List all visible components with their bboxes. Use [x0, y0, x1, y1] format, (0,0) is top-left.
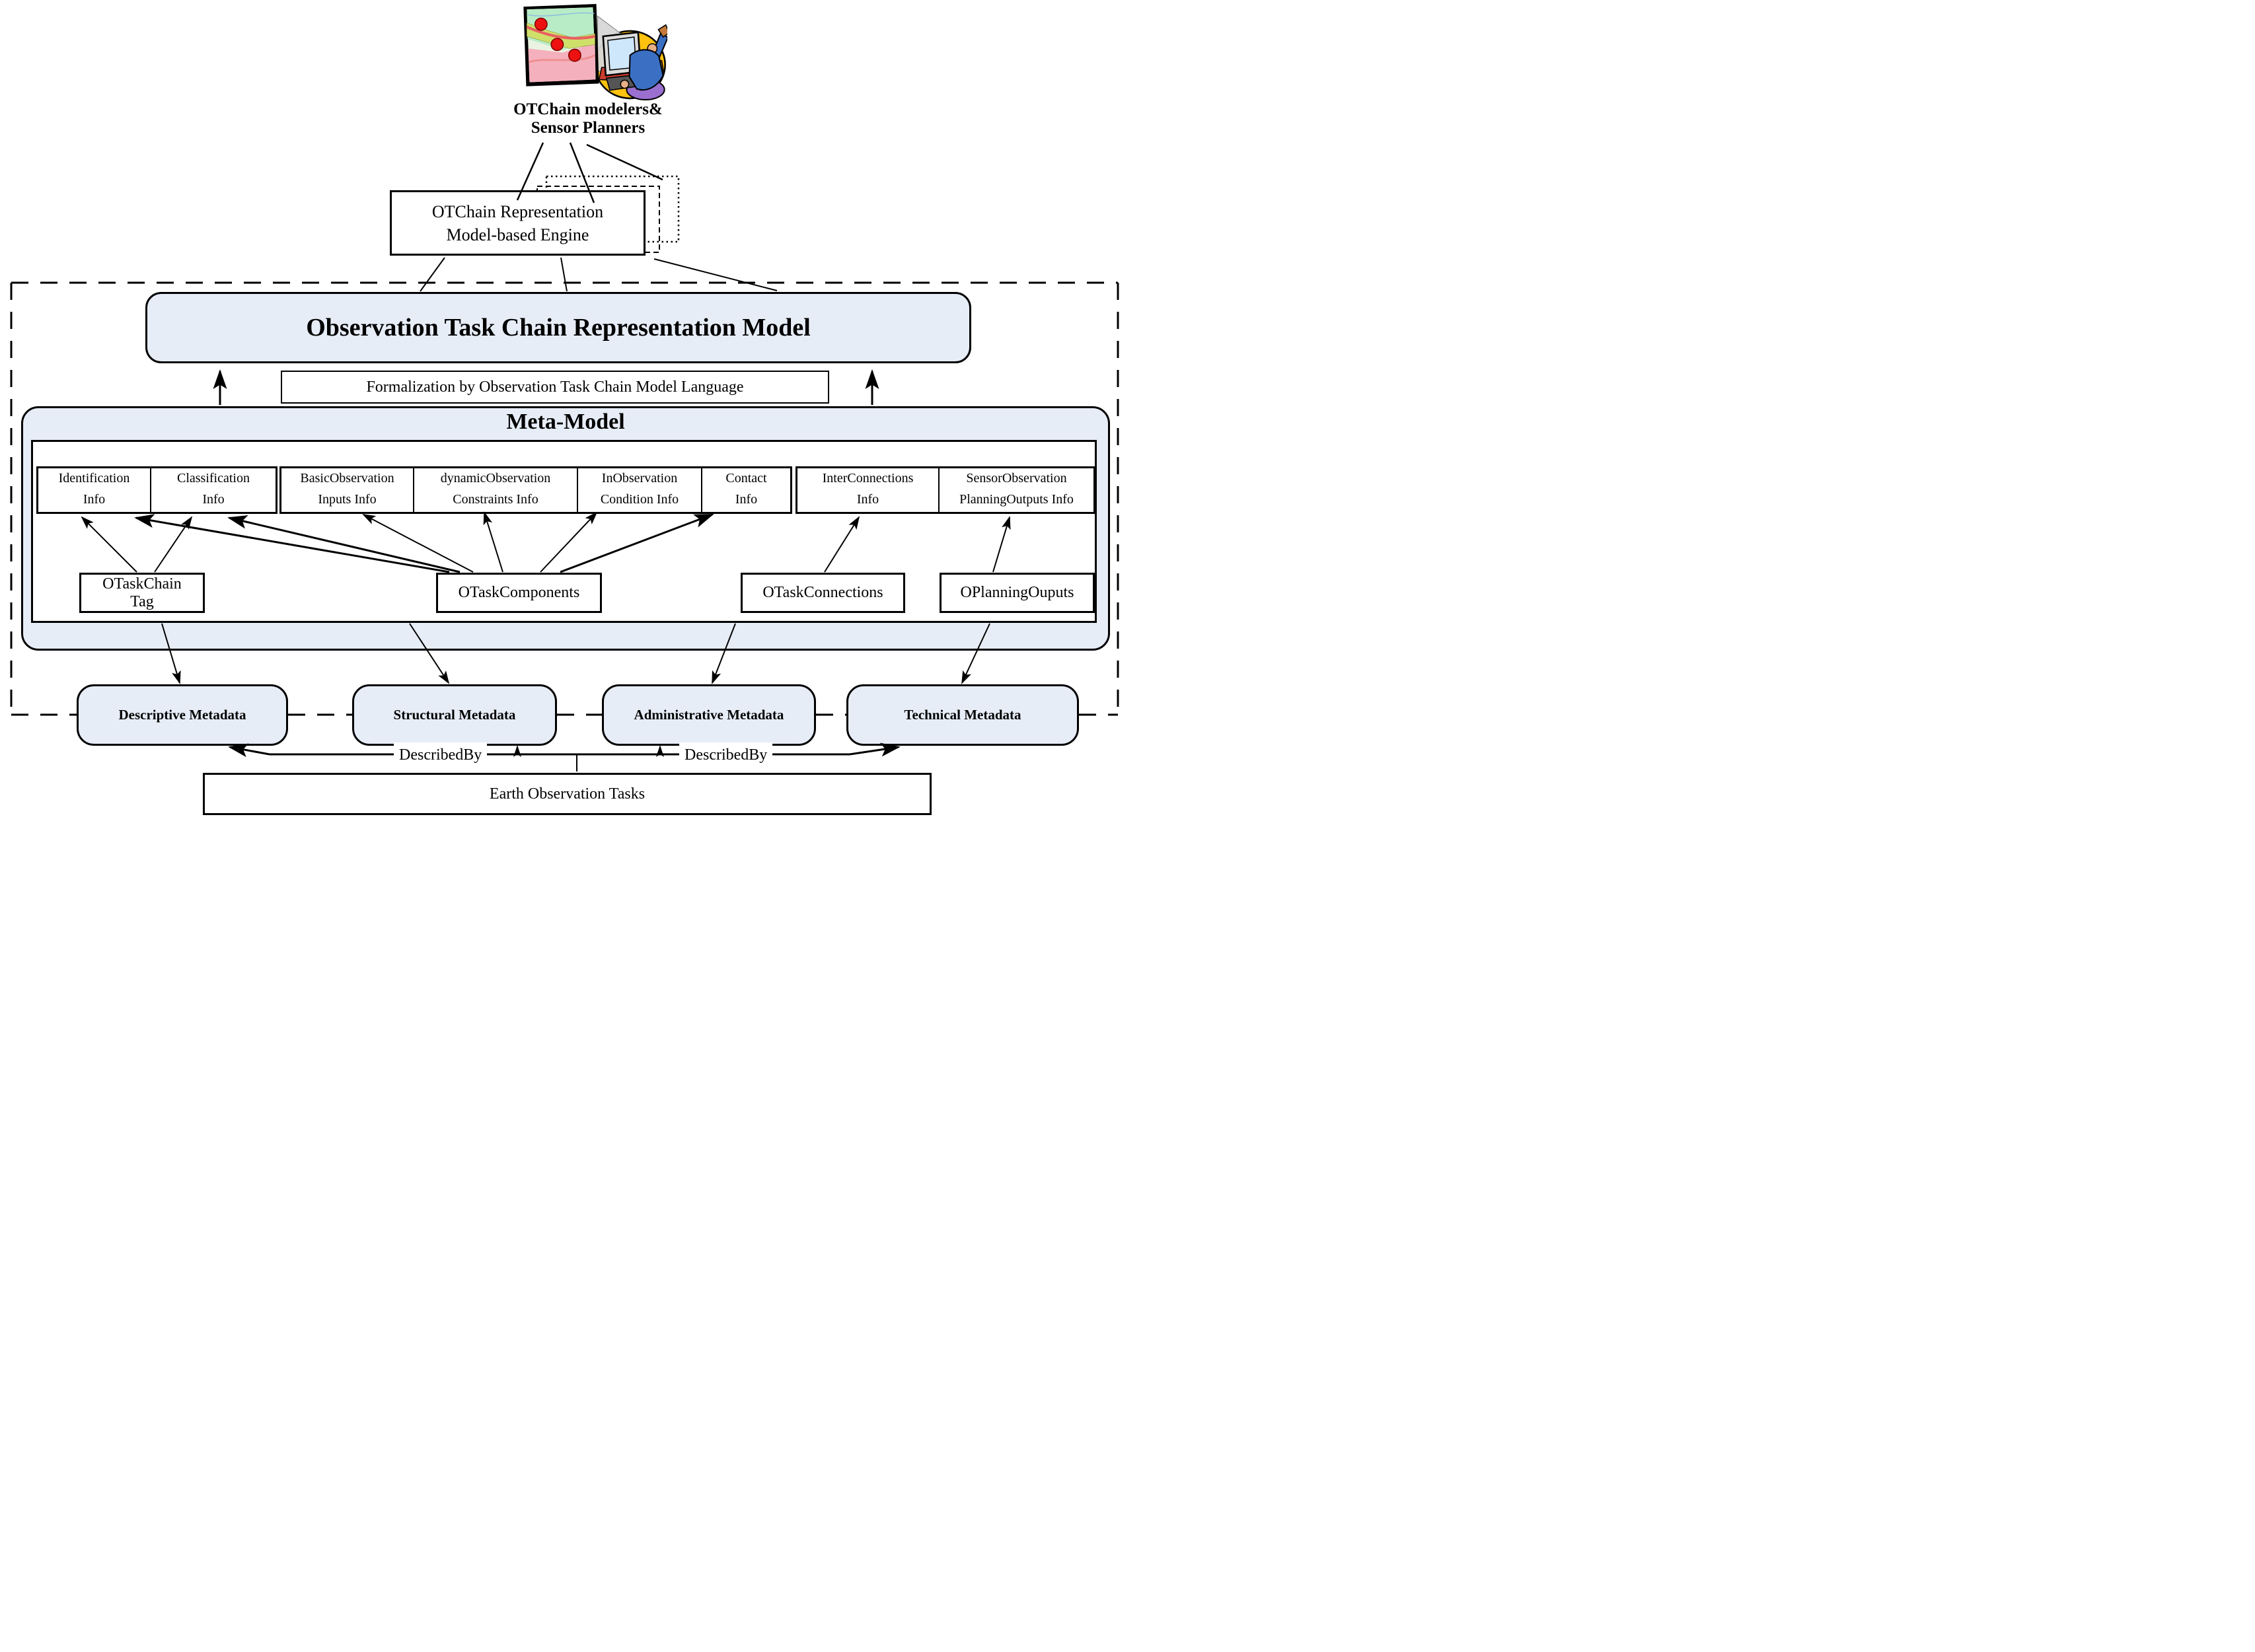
- cell-text: Info: [735, 492, 758, 507]
- info-cell-classification: Classification Info: [151, 468, 276, 512]
- metadata-administrative: Administrative Metadata: [602, 684, 816, 746]
- info-cell-basicobservation: BasicObservation Inputs Info: [281, 468, 414, 512]
- cell-text: Info: [83, 492, 106, 507]
- diagram-canvas: OTChain modelers& Sensor Planners OTChai…: [0, 0, 1128, 826]
- cell-text: Contact: [725, 471, 767, 485]
- info-cell-identification: Identification Info: [38, 468, 151, 512]
- metadata-descriptive: Descriptive Metadata: [77, 684, 288, 746]
- engine-label-line1: OTChain Representation: [431, 201, 604, 221]
- actors-caption: OTChain modelers& Sensor Planners: [429, 100, 747, 137]
- info-cell-contact: Contact Info: [702, 468, 790, 512]
- describedby-label-right: DescribedBy: [679, 742, 773, 768]
- engine-box: OTChain Representation Model-based Engin…: [390, 190, 646, 256]
- formalization-label: Formalization by Observation Task Chain …: [366, 378, 744, 396]
- cell-text: dynamicObservation: [440, 471, 551, 485]
- info-cell-inobservation: InObservation Condition Info: [578, 468, 702, 512]
- cell-text: Constraints Info: [453, 492, 538, 507]
- entity-text: Tag: [130, 593, 154, 610]
- cell-text: Inputs Info: [318, 492, 377, 507]
- earth-tasks-box: Earth Observation Tasks: [203, 773, 932, 815]
- metadata-technical: Technical Metadata: [846, 684, 1079, 746]
- info-cell-interconnections: InterConnections Info: [797, 468, 940, 512]
- entity-oplanning-ouputs: OPlanningOuputs: [940, 573, 1095, 613]
- info-group-components: BasicObservation Inputs Info dynamicObse…: [279, 466, 792, 514]
- describedby-label-left: DescribedBy: [394, 742, 488, 768]
- cell-text: BasicObservation: [300, 471, 394, 485]
- entity-otask-components: OTaskComponents: [436, 573, 602, 613]
- info-group-connections-outputs: InterConnections Info SensorObservation …: [795, 466, 1095, 514]
- entity-text: OTaskComponents: [458, 584, 580, 601]
- metadata-structural: Structural Metadata: [352, 684, 557, 746]
- entity-text: OTaskChain: [102, 575, 182, 593]
- engine-label-line2: Model-based Engine: [446, 225, 589, 244]
- cell-text: Info: [202, 492, 225, 507]
- cell-text: PlanningOutputs Info: [959, 492, 1074, 507]
- cell-text: Condition Info: [600, 492, 679, 507]
- cell-text: InterConnections: [822, 471, 914, 485]
- entity-otaskchain-tag: OTaskChain Tag: [79, 573, 205, 613]
- info-cell-dynamicobservation: dynamicObservation Constraints Info: [414, 468, 578, 512]
- entity-text: OTaskConnections: [762, 584, 883, 601]
- cell-text: InObservation: [601, 471, 678, 485]
- entity-otask-connections: OTaskConnections: [741, 573, 905, 613]
- info-group-identification: Identification Info Classification Info: [36, 466, 277, 514]
- actors-caption-line2: Sensor Planners: [531, 119, 646, 137]
- info-cell-sensorobservation: SensorObservation PlanningOutputs Info: [940, 468, 1093, 512]
- actors-caption-line1: OTChain modelers&: [513, 100, 663, 118]
- model-title-box: Observation Task Chain Representation Mo…: [145, 292, 971, 363]
- earth-tasks-label: Earth Observation Tasks: [489, 785, 646, 803]
- formalization-box: Formalization by Observation Task Chain …: [281, 371, 829, 404]
- cell-text: Identification: [58, 471, 130, 485]
- entity-text: OPlanningOuputs: [960, 584, 1074, 601]
- metamodel-title: Meta-Model: [506, 410, 625, 434]
- model-title: Observation Task Chain Representation Mo…: [306, 314, 811, 341]
- cell-text: SensorObservation: [966, 471, 1067, 485]
- cell-text: Info: [856, 492, 879, 507]
- modelers-illustration-icon: [523, 4, 667, 100]
- cell-text: Classification: [177, 471, 250, 485]
